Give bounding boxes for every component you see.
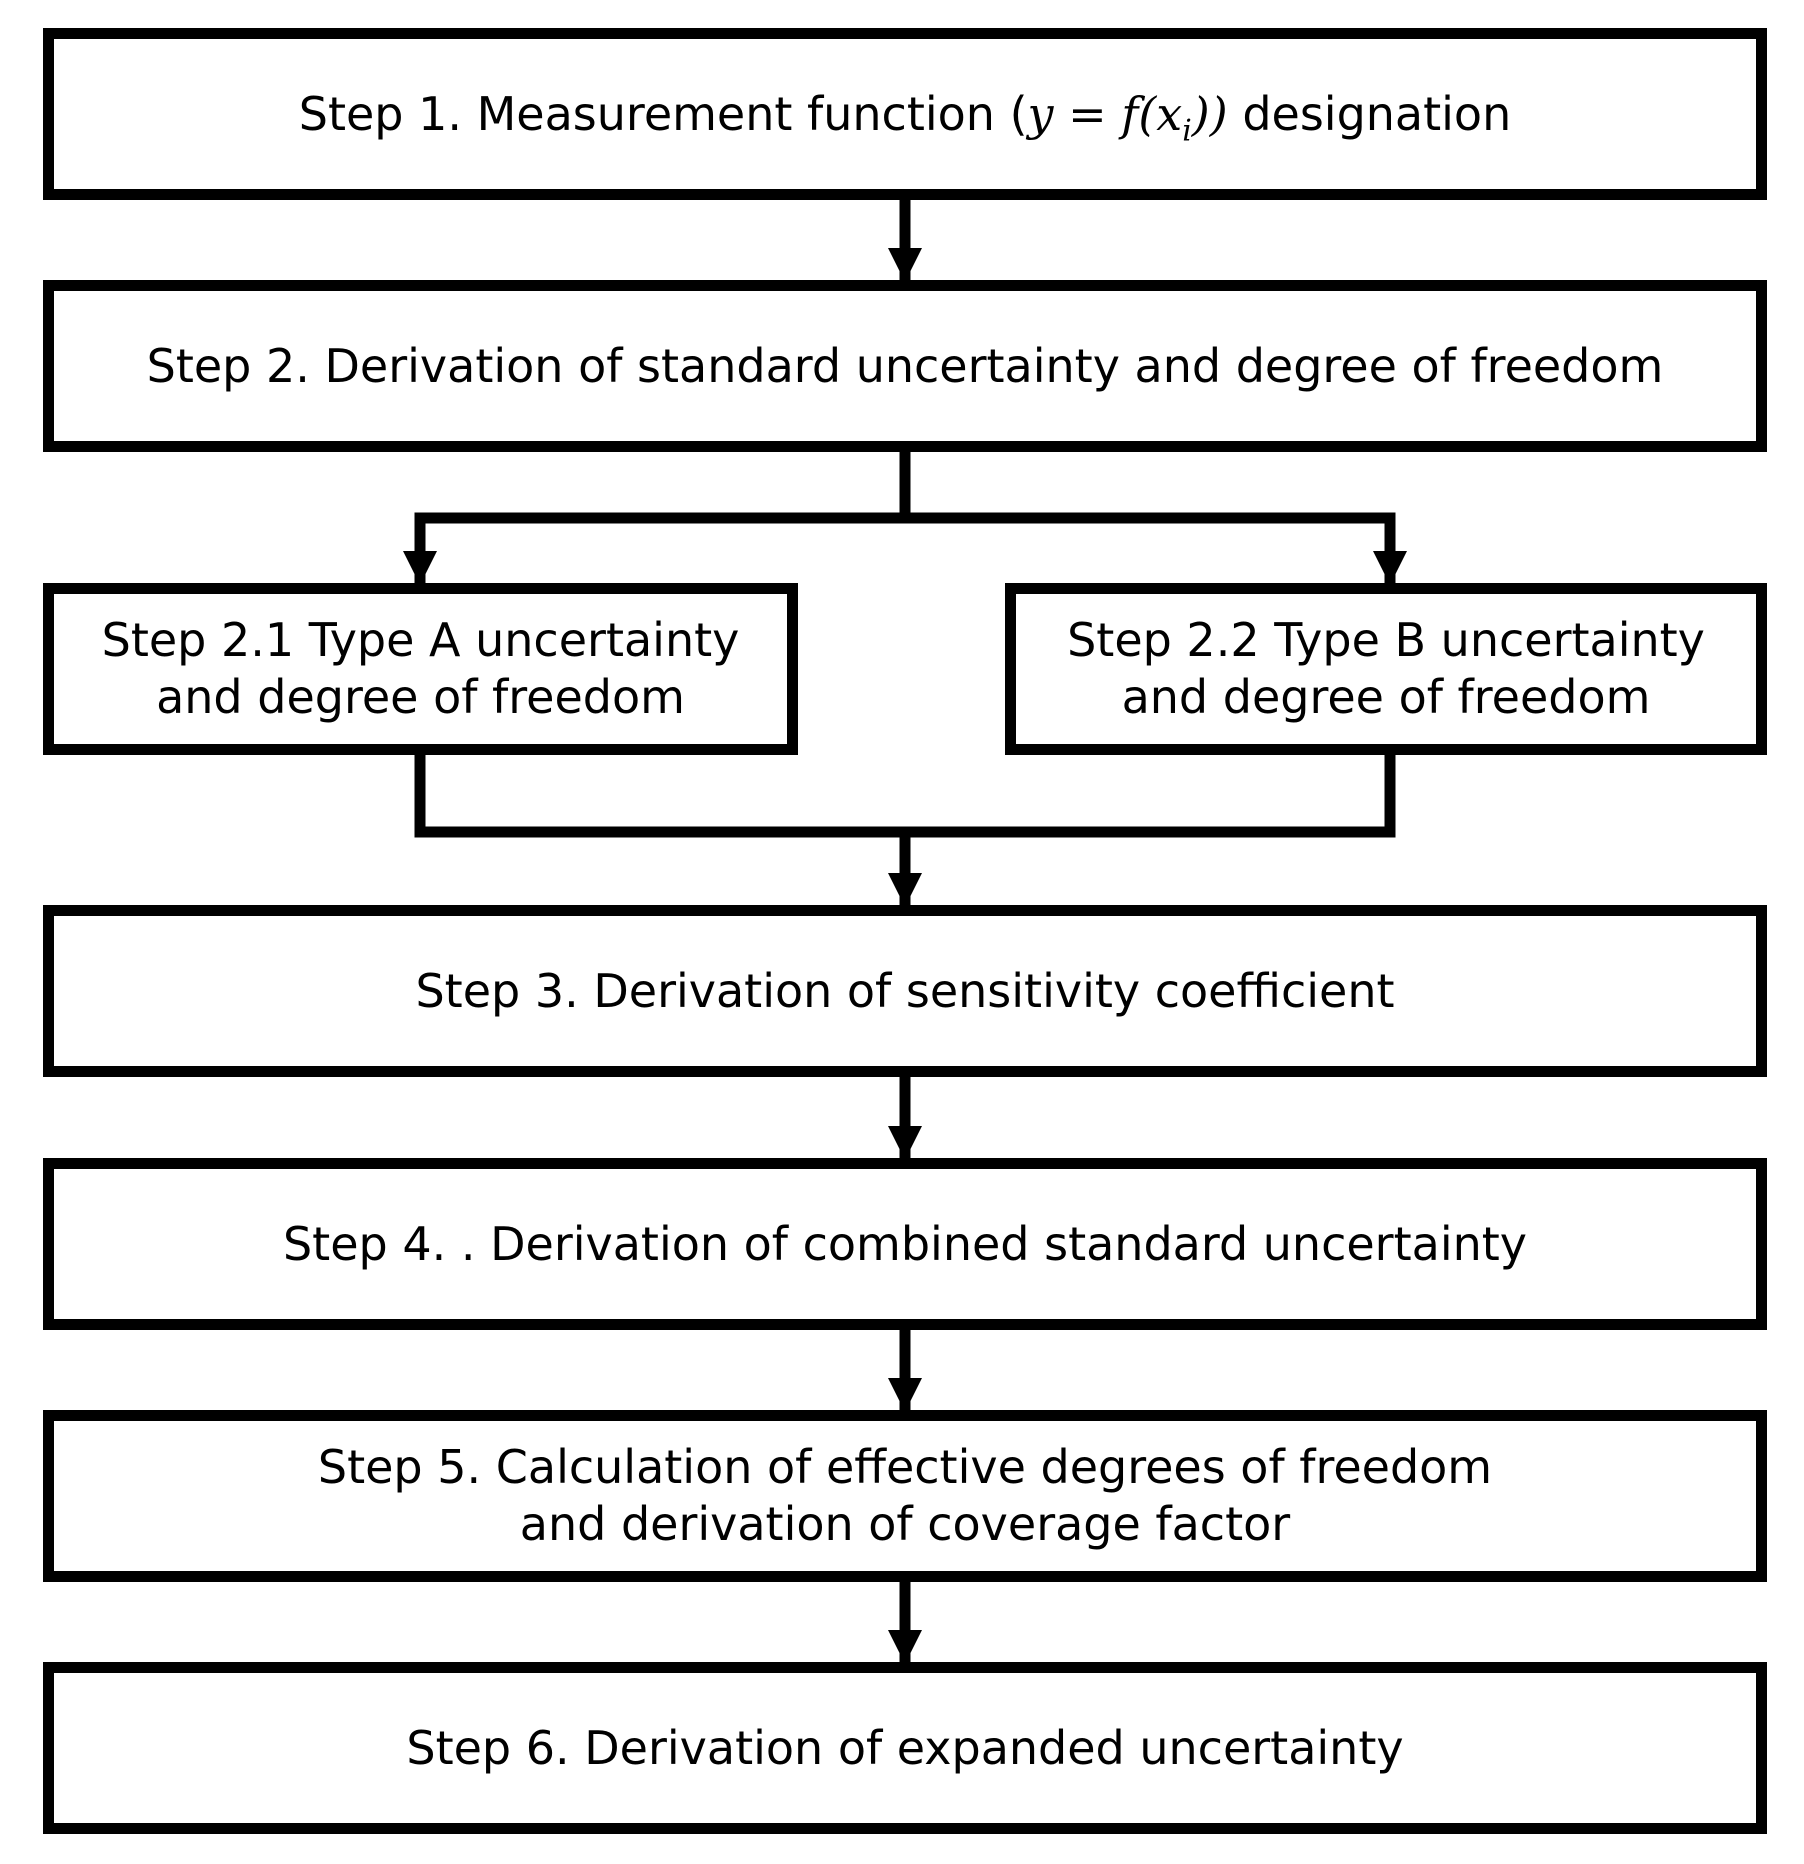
- step-2-2-box: Step 2.2 Type B uncertainty and degree o…: [1005, 583, 1767, 755]
- step-5-label-line-2: and derivation of coverage factor: [519, 1497, 1291, 1551]
- step-2-1-label-line-2: and degree of freedom: [156, 670, 685, 724]
- step-3-label: Step 3. Derivation of sensitivity coeffi…: [415, 963, 1395, 1018]
- split-branch: [414, 512, 1396, 583]
- formula-main: y = f(x: [1027, 86, 1183, 141]
- step-2-label: Step 2. Derivation of standard uncertain…: [146, 338, 1664, 393]
- step-1-label: Step 1. Measurement function (y = f(xi))…: [298, 86, 1512, 146]
- step-2-2-label-line-1: Step 2.2 Type B uncertainty: [1067, 613, 1705, 667]
- step-5-box: Step 5. Calculation of effective degrees…: [43, 1410, 1767, 1582]
- step-5-label-line-1: Step 5. Calculation of effective degrees…: [317, 1440, 1493, 1494]
- formula-subscript: i: [1182, 112, 1192, 148]
- step-2-1-label-line-1: Step 2.1 Type A uncertainty: [101, 613, 740, 667]
- formula-close: )): [1191, 86, 1228, 141]
- measurement-function-formula: y = f(xi)): [1027, 86, 1228, 146]
- step-4-label: Step 4. . Derivation of combined standar…: [282, 1216, 1528, 1271]
- step-2-1-box: Step 2.1 Type A uncertainty and degree o…: [43, 583, 798, 755]
- step-1-prefix: Step 1. Measurement function (: [298, 86, 1028, 141]
- step-1-suffix: designation: [1227, 86, 1512, 141]
- step-1-box: Step 1. Measurement function (y = f(xi))…: [43, 28, 1767, 200]
- step-6-label: Step 6. Derivation of expanded uncertain…: [406, 1720, 1404, 1775]
- step-4-box: Step 4. . Derivation of combined standar…: [43, 1158, 1767, 1330]
- step-2-2-label-line-2: and degree of freedom: [1121, 670, 1651, 724]
- step-2-box: Step 2. Derivation of standard uncertain…: [43, 280, 1767, 452]
- step-6-box: Step 6. Derivation of expanded uncertain…: [43, 1662, 1767, 1834]
- step-3-box: Step 3. Derivation of sensitivity coeffi…: [43, 905, 1767, 1077]
- merge-branch: [414, 755, 1396, 838]
